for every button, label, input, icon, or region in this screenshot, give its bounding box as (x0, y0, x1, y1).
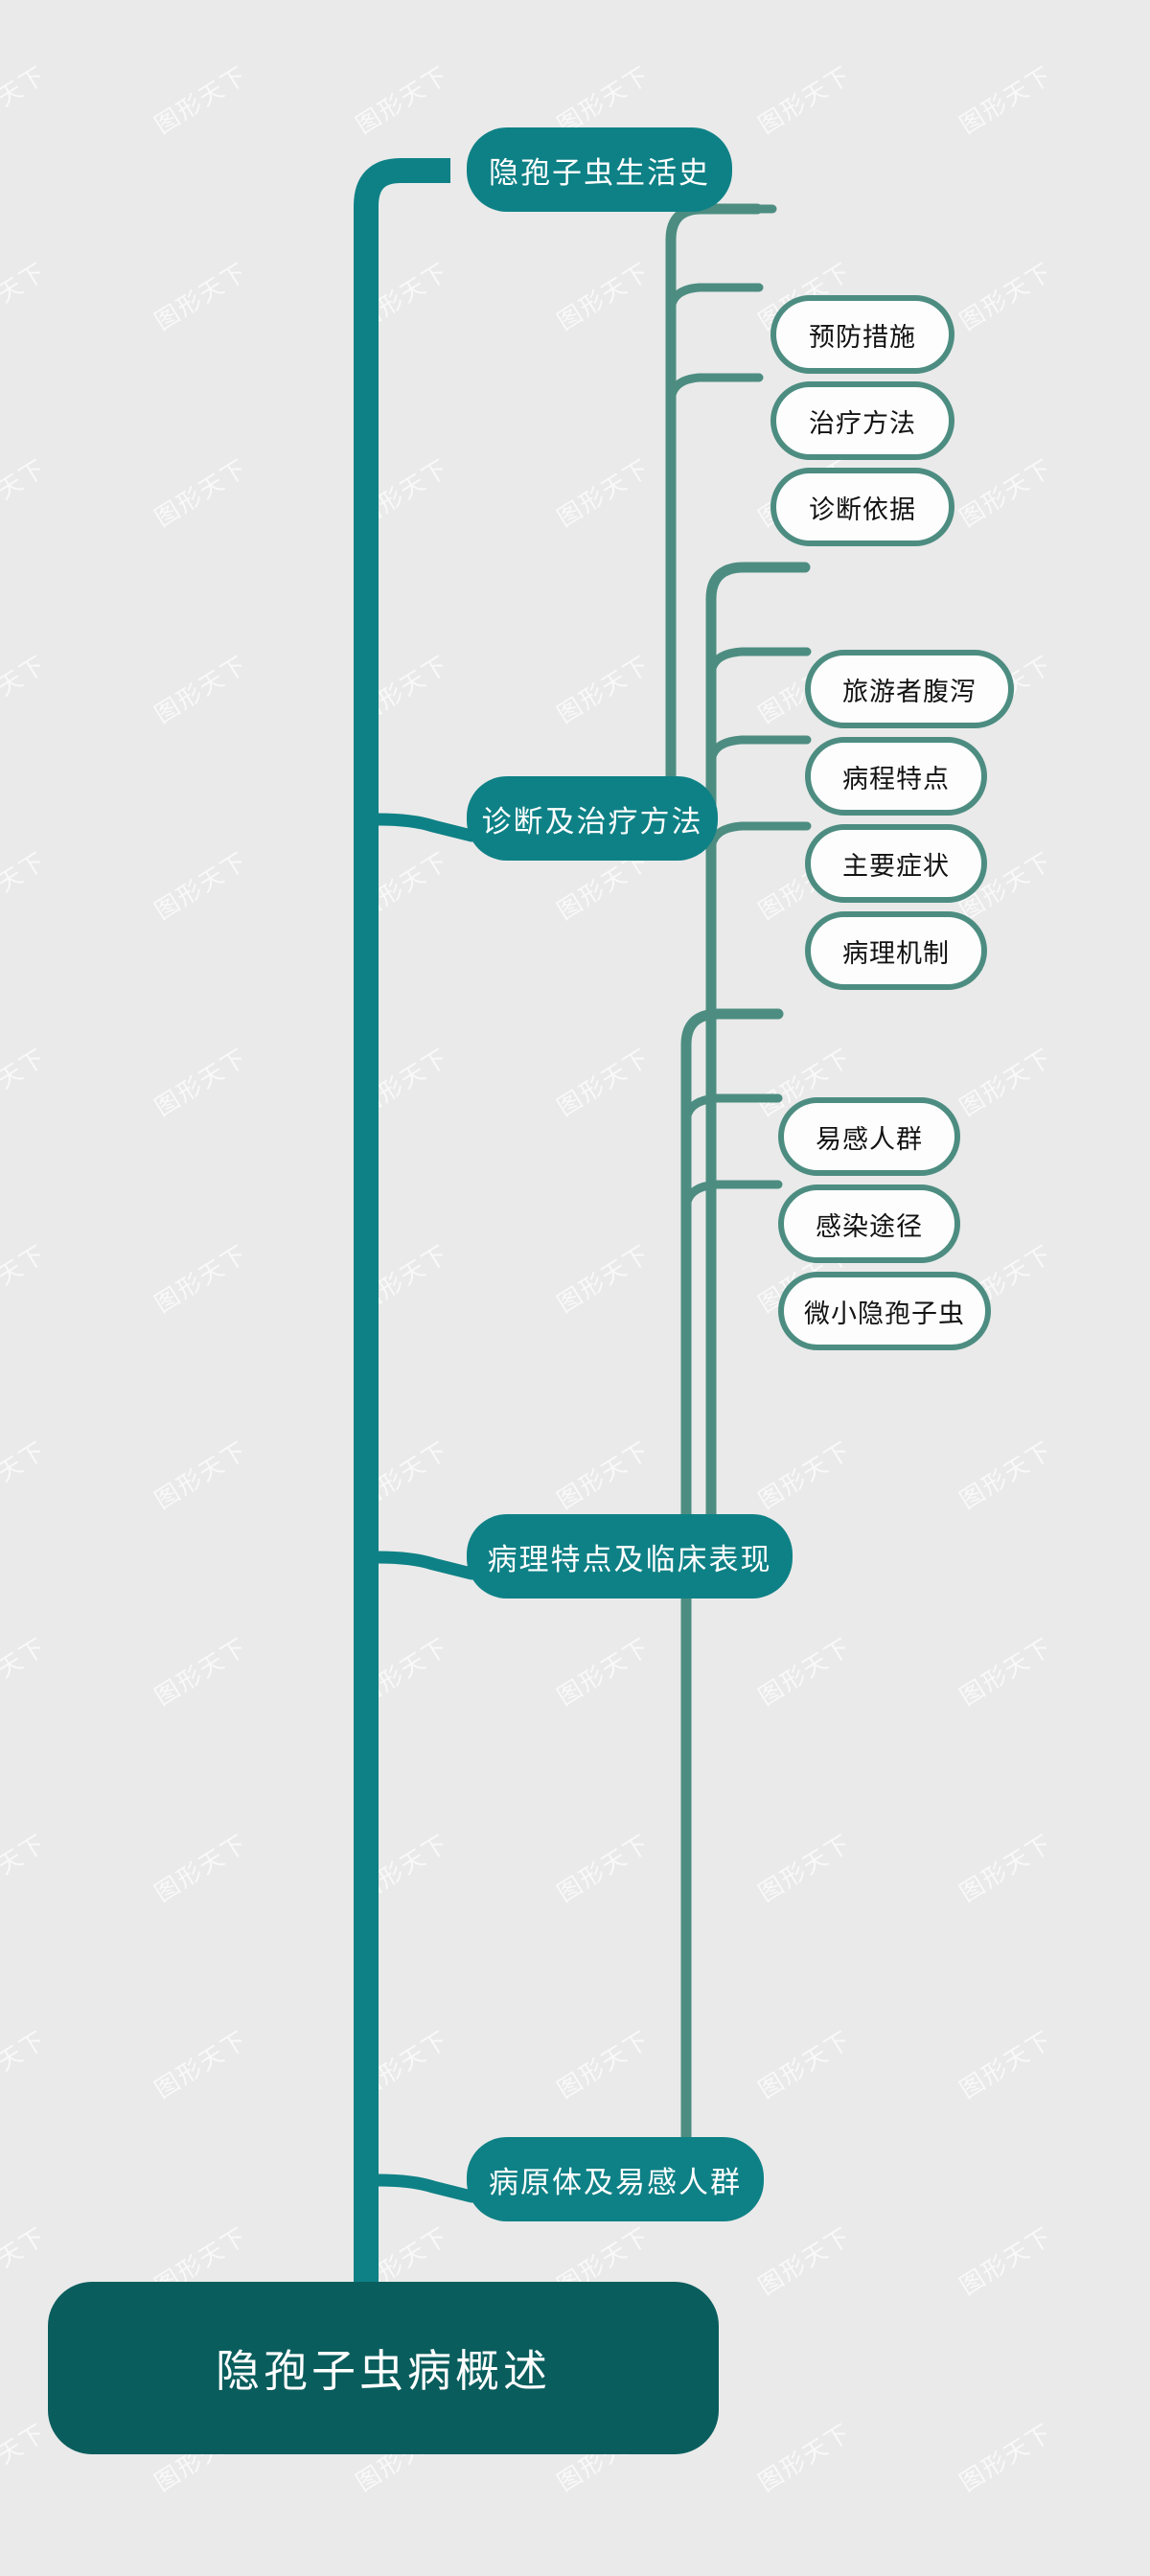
trunk-branch-connector-4 (372, 2174, 478, 2203)
branch-node-4[interactable]: 病原体及易感人群 (467, 2137, 764, 2221)
substem-group-3 (705, 562, 811, 1560)
leaf-node-2-2-label: 治疗方法 (809, 408, 916, 438)
subconnector-2-诊断依据 (666, 373, 764, 407)
branch-node-2[interactable]: 诊断及治疗方法 (467, 776, 718, 861)
branch-node-3[interactable]: 病理特点及临床表现 (467, 1514, 793, 1598)
trunk-branch-connector-2 (372, 813, 478, 842)
subconnector-3-病理机制 (706, 821, 812, 856)
leaf-node-4-1[interactable]: 易感人群 (778, 1097, 960, 1176)
leaf-node-3-4-label: 病理机制 (842, 938, 950, 968)
leaf-node-4-3[interactable]: 微小隐孢子虫 (778, 1272, 991, 1350)
trunk-line (354, 158, 450, 2319)
leaf-node-3-3[interactable]: 主要症状 (805, 824, 987, 903)
leaf-node-4-3-label: 微小隐孢子虫 (804, 1299, 965, 1328)
branch-node-2-label: 诊断及治疗方法 (481, 804, 703, 839)
subconnector-3-病程特点 (706, 647, 812, 680)
subconnector-3-主要症状 (706, 735, 812, 769)
substem-group-4 (680, 1008, 784, 2183)
branch-node-1-label: 隐孢子虫生活史 (489, 155, 710, 190)
leaf-node-4-2-label: 感染途径 (816, 1211, 923, 1241)
leaf-node-2-3[interactable]: 诊断依据 (770, 468, 954, 546)
trunk-branch-connector-3 (372, 1551, 478, 1580)
leaf-node-3-2-label: 病程特点 (842, 764, 950, 794)
leaf-node-2-2[interactable]: 治疗方法 (770, 381, 954, 460)
root-node-label: 隐孢子虫病概述 (216, 2346, 551, 2396)
leaf-node-2-1[interactable]: 预防措施 (770, 295, 954, 374)
root-node[interactable]: 隐孢子虫病概述 (48, 2282, 719, 2454)
branch-node-3-label: 病理特点及临床表现 (487, 1542, 772, 1576)
leaf-node-3-3-label: 主要症状 (842, 851, 950, 881)
subconnector-2-治疗方法 (666, 283, 764, 316)
subconnector-4-感染途径 (681, 1093, 783, 1128)
branch-node-4-label: 病原体及易感人群 (489, 2165, 742, 2199)
leaf-node-3-4[interactable]: 病理机制 (805, 911, 987, 990)
subconnector-4-微小隐孢子虫 (681, 1180, 783, 1214)
leaf-node-3-1-label: 旅游者腹泻 (842, 677, 977, 706)
leaf-node-3-2[interactable]: 病程特点 (805, 737, 987, 816)
branch-node-1[interactable]: 隐孢子虫生活史 (467, 127, 732, 212)
leaf-node-2-1-label: 预防措施 (809, 322, 916, 352)
leaf-node-4-2[interactable]: 感染途径 (778, 1184, 960, 1263)
leaf-node-4-1-label: 易感人群 (816, 1124, 923, 1154)
leaf-node-2-3-label: 诊断依据 (809, 494, 916, 524)
leaf-node-3-1[interactable]: 旅游者腹泻 (805, 650, 1014, 728)
